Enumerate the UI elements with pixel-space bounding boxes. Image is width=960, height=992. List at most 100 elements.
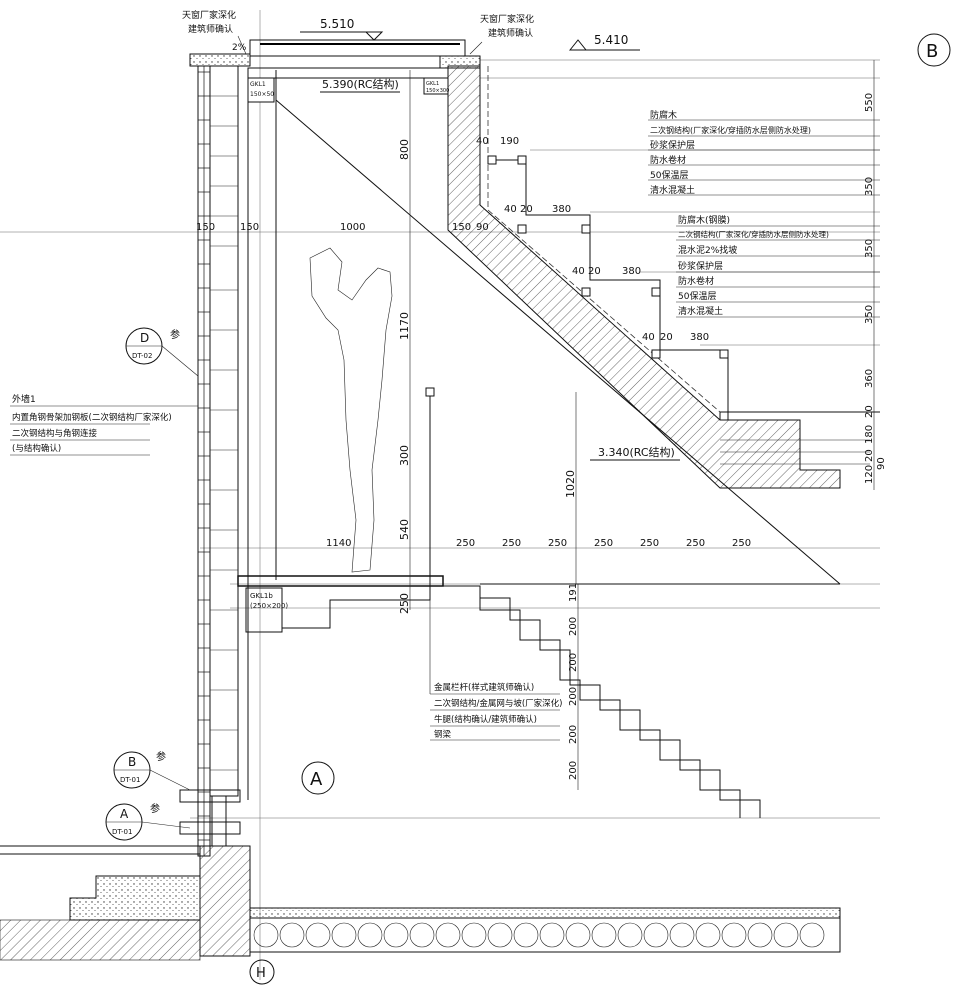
legend-rail-4: 钢梁	[434, 729, 452, 740]
detail-ref-d-letter: D	[140, 331, 149, 345]
elevation-markers: 5.510 5.410 5.390(RC结构) 3.340(RC结构)	[300, 17, 680, 461]
dim-vert-3: 300	[398, 445, 411, 466]
dim-step-b-1: 40	[504, 204, 517, 215]
dim-stair-6: 200	[568, 761, 579, 780]
grid-bubble-a: A	[310, 769, 323, 790]
dim-step-d-3: 380	[690, 332, 709, 343]
bleacher-steps	[487, 155, 880, 421]
dim-step-b-3: 380	[552, 204, 571, 215]
dim-step-c-3: 380	[622, 266, 641, 277]
legend-rail-2: 二次钢结构/金属网与坡(厂家深化)	[434, 698, 563, 709]
dim-top-5: 90	[476, 222, 489, 233]
callout-slope: 2%	[232, 43, 247, 53]
dim-step-c-1: 40	[572, 266, 585, 277]
dim-run-6: 250	[686, 538, 705, 549]
legend-wall-1: 内置角钢骨架加钢板(二次钢结构厂家深化)	[12, 412, 172, 423]
dim-run-2: 250	[502, 538, 521, 549]
foundation	[0, 789, 841, 961]
dim-top-1: 150	[196, 222, 215, 233]
legend-wall-3: (与结构确认)	[12, 443, 61, 454]
dim-stair-3: 200	[568, 653, 579, 672]
dim-top-2: 150	[240, 222, 259, 233]
callout-skylight-left-1: 天窗厂家深化	[182, 9, 236, 21]
exterior-wall	[197, 65, 277, 857]
dim-vert-1: 800	[398, 139, 411, 160]
dim-right-7: 180	[864, 425, 875, 444]
beam-gkl-right-size: 150×300	[426, 88, 449, 94]
legend-mid-7: 清水混凝土	[678, 305, 723, 317]
dim-right-3: 350	[864, 239, 875, 258]
dim-step-b-2: 20	[520, 204, 533, 215]
dim-run-5: 250	[640, 538, 659, 549]
elevation-rc-top: 5.390(RC结构)	[322, 77, 399, 91]
dim-stair-2: 200	[568, 617, 579, 636]
legend-mid-3: 混水泥2%找坡	[678, 244, 737, 256]
dim-step-c-2: 20	[588, 266, 601, 277]
dim-right-2: 350	[864, 177, 875, 196]
beam-gkl-right: GKL1	[426, 81, 439, 87]
detail-ref-b-letter: B	[128, 755, 136, 769]
beam-gkl1b: GKL1b	[250, 592, 273, 600]
legend-top: 防腐木 二次钢结构(厂家深化/穿插防水层侧防水处理) 砂浆保护层 防水卷材 50…	[648, 109, 880, 196]
detail-ref-b-note: 参	[156, 750, 166, 763]
dim-run-7: 250	[732, 538, 751, 549]
dim-right-6: 20	[864, 405, 875, 418]
dimensions: 150 150 1000 150 90 40 190 40 20 380 40 …	[196, 60, 887, 790]
legend-mid-5: 防水卷材	[678, 275, 714, 287]
sloped-slab	[275, 65, 870, 585]
dim-right-8: 20	[864, 449, 875, 462]
dim-stair-4: 200	[568, 687, 579, 706]
dim-step-a-1: 40	[476, 136, 489, 147]
dim-right-1: 550	[864, 93, 875, 112]
beam-gkl1-size: 150×50	[250, 91, 274, 98]
dim-stair-1: 191	[568, 583, 579, 602]
dim-step-a-2: 190	[500, 136, 519, 147]
dim-right-4: 350	[864, 305, 875, 324]
dim-step-d-2: 20	[660, 332, 673, 343]
legend-top-6: 清水混凝土	[650, 184, 695, 196]
legend-mid-4: 砂浆保护层	[678, 260, 723, 272]
legend-mid: 防腐木(钢膜) 二次钢结构(厂家深化/穿插防水层侧防水处理) 混水泥2%找坡 砂…	[676, 214, 880, 318]
dim-vert-2: 1170	[398, 312, 411, 340]
beam-labels: GKL1 150×50 GKL1 150×300 GKL1b (250×200)	[247, 77, 449, 610]
legend-mid-2: 二次钢结构(厂家深化/穿插防水层侧防水处理)	[678, 229, 829, 239]
skylight-callouts: 天窗厂家深化 建筑师确认 2% 天窗厂家深化 建筑师确认	[182, 9, 534, 55]
elevation-right: 5.410	[594, 33, 628, 47]
legend-rail: 金属栏杆(样式建筑师确认) 二次钢结构/金属网与坡(厂家深化) 牛腿(结构确认/…	[429, 600, 563, 741]
detail-ref-a-letter: A	[120, 807, 129, 821]
dim-top-3: 1000	[340, 222, 365, 233]
callout-skylight-left-2: 建筑师确认	[188, 23, 233, 35]
elevation-top: 5.510	[320, 17, 354, 31]
detail-ref-d-note: 参	[170, 328, 180, 341]
detail-ref-b-sheet: DT-01	[120, 776, 140, 784]
dim-run-4: 250	[594, 538, 613, 549]
legend-wall-2: 二次钢结构与角钢连接	[12, 428, 98, 439]
legend-top-1: 防腐木	[650, 109, 677, 121]
grid-bubbles: B A H	[249, 33, 951, 985]
dim-stair-5: 200	[568, 725, 579, 744]
legend-rail-3: 牛腿(结构确认/建筑师确认)	[434, 714, 537, 725]
callout-skylight-right-1: 天窗厂家深化	[480, 13, 534, 25]
detail-ref-d-sheet: DT-02	[132, 352, 152, 360]
dim-right-9: 120	[864, 465, 875, 484]
legend-mid-6: 50保温层	[678, 290, 716, 302]
elevation-rc-mid: 3.340(RC结构)	[598, 445, 675, 459]
legend-top-4: 防水卷材	[650, 154, 686, 166]
dim-right-10: 90	[876, 457, 887, 470]
legend-top-5: 50保温层	[650, 169, 688, 181]
human-figure-silhouette	[309, 247, 393, 573]
legend-rail-1: 金属栏杆(样式建筑师确认)	[434, 682, 534, 693]
grid-bubble-b: B	[926, 41, 938, 62]
floor-and-stair	[237, 387, 761, 818]
dim-vert-4: 540	[398, 519, 411, 540]
beam-gkl1b-size: (250×200)	[250, 602, 288, 610]
legend-wall: 外墙1 内置角钢骨架加钢板(二次钢结构厂家深化) 二次钢结构与角钢连接 (与结构…	[10, 393, 198, 456]
legend-mid-1: 防腐木(钢膜)	[678, 214, 730, 226]
beam-gkl1: GKL1	[250, 81, 266, 88]
dim-run-1: 250	[456, 538, 475, 549]
detail-ref-a-sheet: DT-01	[112, 828, 132, 836]
callout-skylight-right-2: 建筑师确认	[488, 27, 533, 39]
dim-vert-5: 250	[398, 593, 411, 614]
detail-ref-a-note: 参	[150, 802, 160, 815]
